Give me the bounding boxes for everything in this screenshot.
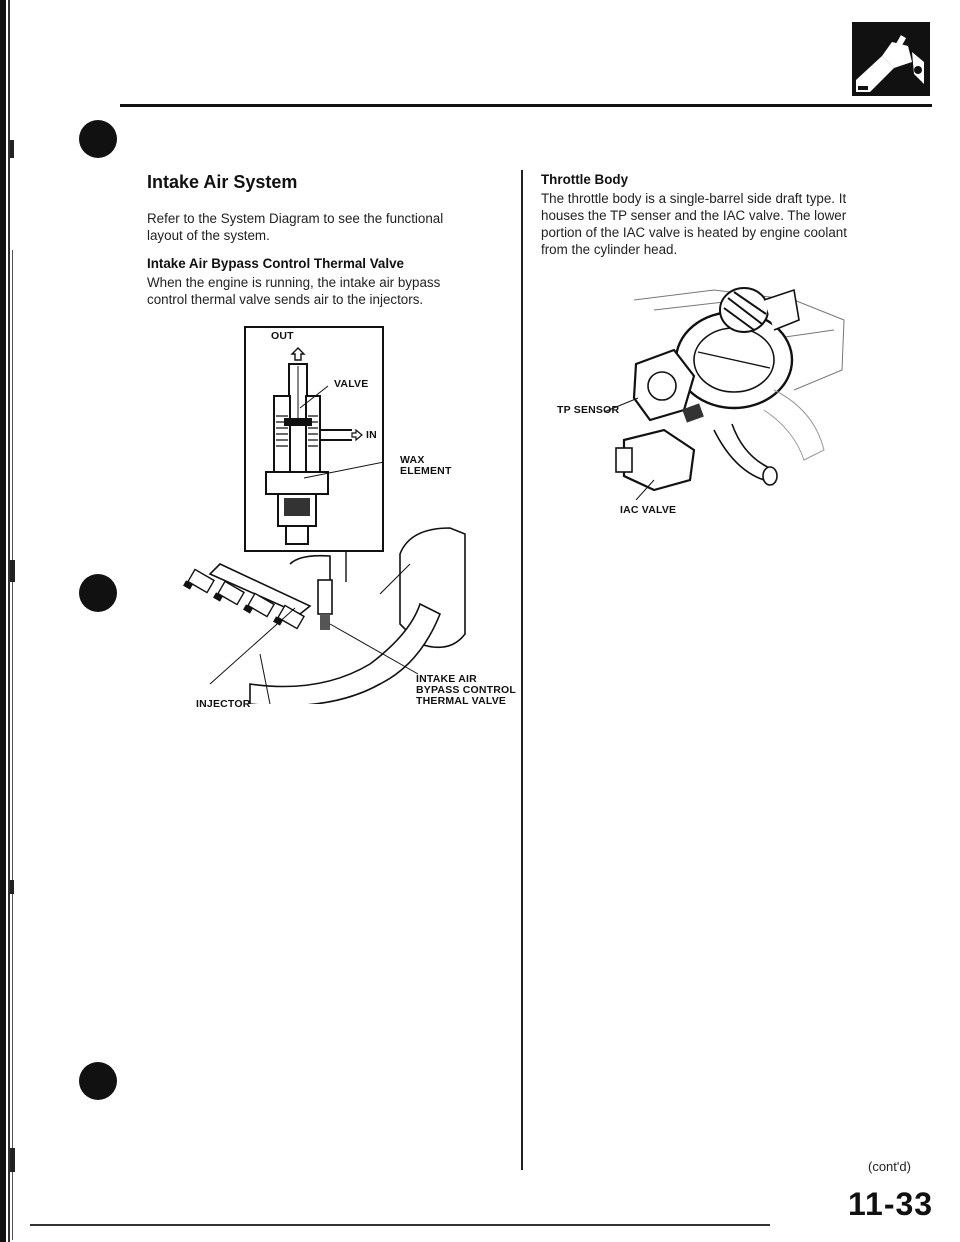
label-line: BYPASS CONTROL [416, 684, 517, 696]
binding-edge [0, 0, 6, 1242]
binder-hole-marker [79, 1062, 117, 1100]
throttle-body-text: The throttle body is a single-barrel sid… [541, 190, 847, 258]
text-line: Refer to the System Diagram to see the f… [147, 211, 444, 226]
label-line: WAX [400, 454, 425, 466]
throttle-body-diagram [603, 287, 845, 500]
label-line: ELEMENT [400, 465, 452, 477]
column-divider [521, 170, 523, 1170]
wax-element-label: WAX ELEMENT [400, 455, 452, 477]
text-line: control thermal valve sends air to the i… [147, 292, 424, 307]
label-line: THERMAL VALVE [416, 695, 507, 707]
iac-valve-label: IAC VALVE [620, 504, 677, 516]
valve-label: VALVE [334, 378, 369, 390]
text-line: layout of the system. [147, 228, 270, 243]
bottom-rule [30, 1224, 770, 1226]
throttle-body-heading: Throttle Body [541, 172, 629, 187]
text-line: portion of the IAC valve is heated by en… [541, 225, 847, 240]
continued-note: (cont'd) [868, 1159, 911, 1174]
out-label: OUT [271, 330, 294, 342]
binding-edge-marks [10, 140, 15, 1172]
bypass-valve-heading: Intake Air Bypass Control Thermal Valve [147, 256, 404, 271]
in-label: IN [366, 429, 377, 441]
intake-manifold-diagram [183, 527, 466, 704]
binding-edge-line [8, 0, 10, 1242]
text-line: The throttle body is a single-barrel sid… [541, 191, 847, 206]
label-line: INTAKE AIR [416, 673, 477, 685]
fuel-system-icon [852, 22, 930, 96]
text-line: When the engine is running, the intake a… [147, 275, 441, 290]
tp-sensor-label: TP SENSOR [557, 404, 620, 416]
text-line: houses the TP senser and the IAC valve. … [541, 208, 847, 223]
header-rule [120, 104, 932, 107]
binder-hole-marker [79, 120, 117, 158]
binding-edge-line [12, 250, 13, 1240]
intro-text: Refer to the System Diagram to see the f… [147, 210, 443, 244]
bypass-valve-cutaway-diagram [244, 326, 384, 552]
text-line: from the cylinder head. [541, 242, 678, 257]
section-title: Intake Air System [147, 172, 298, 192]
page-number: 11-33 [848, 1186, 934, 1222]
injector-label: INJECTOR [196, 698, 251, 710]
binder-hole-marker [79, 574, 117, 612]
intake-air-bypass-valve-label: INTAKE AIR BYPASS CONTROL THERMAL VALVE [416, 674, 516, 707]
bypass-valve-text: When the engine is running, the intake a… [147, 274, 440, 308]
